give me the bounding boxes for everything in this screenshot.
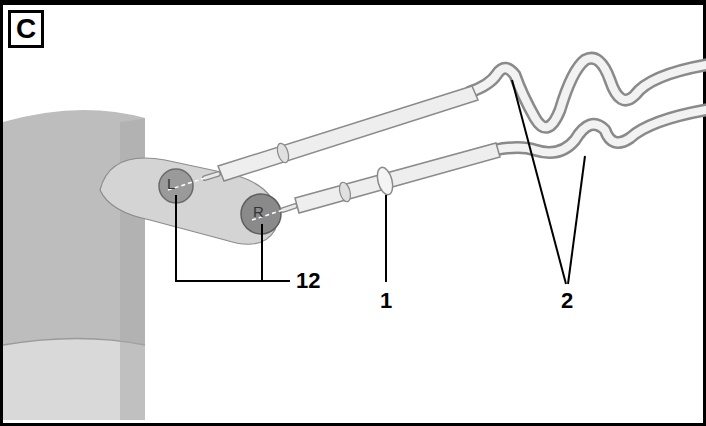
socket-letter: R	[253, 204, 264, 219]
panel-label-box: C	[8, 10, 44, 48]
socket-letter: L	[167, 176, 175, 191]
top-rule	[0, 1, 706, 5]
panel-letter: C	[16, 15, 36, 43]
callout-number: 12	[296, 270, 320, 292]
plug-lower	[283, 143, 500, 213]
housing-body	[3, 110, 145, 420]
callout-number: 2	[561, 290, 573, 312]
ring-marker	[375, 166, 396, 197]
leader-lines	[176, 80, 585, 284]
callout-number: 1	[380, 290, 392, 312]
cables	[470, 58, 706, 152]
